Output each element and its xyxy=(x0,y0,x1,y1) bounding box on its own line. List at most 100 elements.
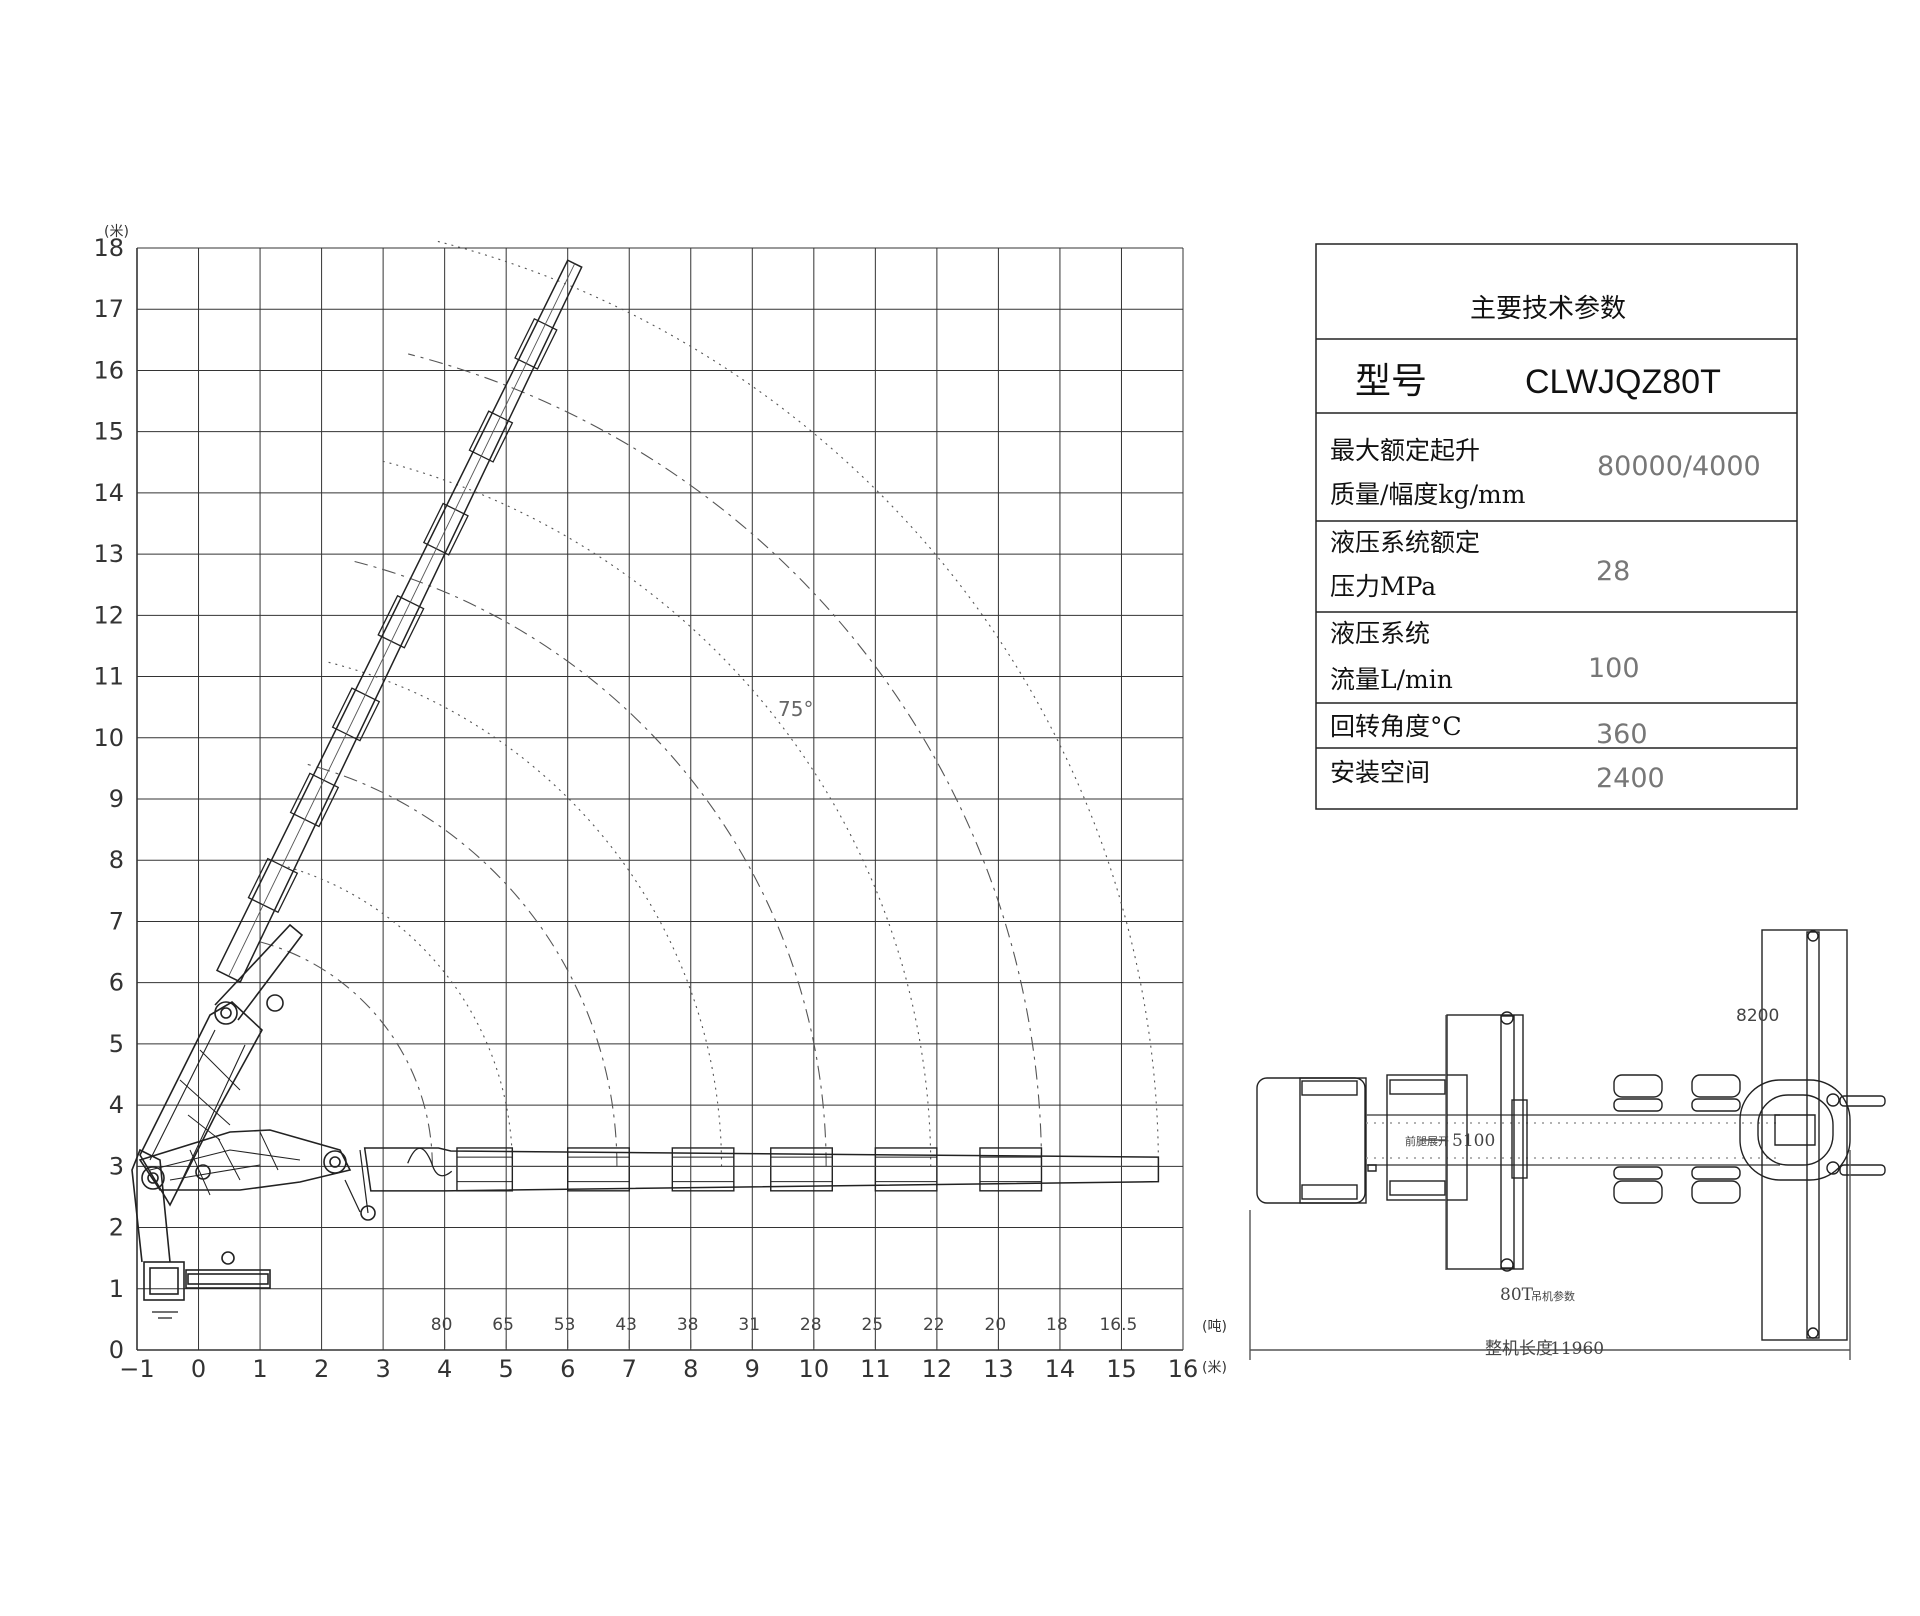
boom-angle-label: 75° xyxy=(778,697,813,721)
x-tick-label: 5 xyxy=(499,1355,514,1383)
y-tick-label: 1 xyxy=(109,1275,124,1303)
spec-row-label: 安装空间 xyxy=(1330,758,1430,787)
model-label: 型号 xyxy=(1355,361,1427,402)
x-tick-label: 2 xyxy=(314,1355,329,1383)
capacity-label: 80 xyxy=(431,1315,453,1335)
x-tick-label: 15 xyxy=(1106,1355,1137,1383)
spec-row-value: 28 xyxy=(1596,556,1630,587)
raised-boom-collar xyxy=(289,772,340,828)
spec-row-value: 80000/4000 xyxy=(1597,451,1761,482)
boom-section-collar xyxy=(979,1147,1043,1192)
boom-hook xyxy=(407,1147,453,1177)
crane-upright-arm-illustration xyxy=(139,923,304,1207)
working-range-arcs xyxy=(256,240,1159,1167)
x-tick-label: 8 xyxy=(683,1355,698,1383)
capacity-label: 22 xyxy=(923,1315,945,1335)
capacity-label: 53 xyxy=(554,1315,576,1335)
capacity-label: 43 xyxy=(615,1315,637,1335)
y-axis-unit: (米) xyxy=(104,224,129,240)
chart-grid xyxy=(136,247,1184,1351)
range-arc xyxy=(408,353,1043,1167)
front-leg-label: 前腿展开 xyxy=(1405,1134,1449,1148)
y-tick-label: 7 xyxy=(109,907,124,935)
y-tick-label: 3 xyxy=(109,1152,124,1180)
y-tick-label: 0 xyxy=(109,1336,124,1364)
range-arc xyxy=(302,762,618,1167)
x-tick-label: 3 xyxy=(375,1355,390,1383)
range-arc xyxy=(256,940,433,1167)
capacity-label: 31 xyxy=(738,1315,760,1335)
y-tick-label: 18 xyxy=(93,234,124,262)
capacity-label: 38 xyxy=(677,1315,699,1335)
spec-row-label: 压力MPa xyxy=(1330,572,1436,601)
raised-boom-collar xyxy=(468,410,514,463)
x-tick-label: 0 xyxy=(191,1355,206,1383)
x-tick-label: 12 xyxy=(922,1355,953,1383)
x-tick-label: 9 xyxy=(745,1355,760,1383)
raised-boom-collar xyxy=(514,317,558,370)
y-tick-label: 13 xyxy=(93,540,124,568)
y-tick-label: 10 xyxy=(93,724,124,752)
x-tick-label: −1 xyxy=(119,1355,154,1383)
spec-row-label: 液压系统额定 xyxy=(1330,528,1480,557)
spec-row-label: 液压系统 xyxy=(1330,619,1430,648)
y-tick-label: 5 xyxy=(109,1030,124,1058)
x-axis-unit: (米) xyxy=(1202,1360,1227,1376)
truck-outline xyxy=(1249,929,1886,1360)
overall-length-value: 11960 xyxy=(1550,1339,1604,1359)
spec-row-value: 2400 xyxy=(1596,763,1665,794)
raised-boom-collar xyxy=(422,502,469,556)
boom-section-collar xyxy=(874,1147,938,1192)
spec-row-value: 100 xyxy=(1588,653,1640,684)
model-value: CLWJQZ80T xyxy=(1525,363,1721,401)
y-tick-label: 14 xyxy=(93,479,124,507)
spec-table: 主要技术参数 型号 CLWJQZ80T 最大额定起升 质量/幅度kg/mm 80… xyxy=(1315,243,1798,810)
x-tick-label: 16 xyxy=(1168,1355,1199,1383)
boom-section-collar xyxy=(567,1147,630,1192)
rear-outrigger-span: 8200 xyxy=(1736,1006,1779,1026)
y-tick-label: 9 xyxy=(109,785,124,813)
x-tick-label: 4 xyxy=(437,1355,452,1383)
capacity-label: 20 xyxy=(985,1315,1007,1335)
y-tick-label: 16 xyxy=(93,356,124,384)
spec-row-value: 360 xyxy=(1596,719,1648,750)
raised-boom-collar xyxy=(331,687,381,742)
raised-boom-outline xyxy=(215,259,583,983)
boom-section-collar xyxy=(456,1147,514,1192)
raised-boom-centerline xyxy=(228,263,576,977)
crane-main-arm-illustration xyxy=(138,1129,376,1221)
crane-note-label: 吊机参数 xyxy=(1531,1289,1575,1303)
capacity-label: 16.5 xyxy=(1099,1315,1137,1335)
x-tick-label: 11 xyxy=(860,1355,891,1383)
range-arc xyxy=(276,863,513,1167)
y-tick-label: 2 xyxy=(109,1214,124,1242)
x-tick-label: 6 xyxy=(560,1355,575,1383)
boom-section-collar xyxy=(770,1147,833,1192)
boom-horizontal-illustration xyxy=(363,1147,1160,1192)
y-tick-label: 4 xyxy=(109,1091,124,1119)
spec-table-title: 主要技术参数 xyxy=(1470,294,1626,324)
y-tick-label: 17 xyxy=(93,295,124,323)
raised-boom-collar xyxy=(247,857,299,914)
spec-row-label: 回转角度°C xyxy=(1330,712,1462,741)
y-tick-label: 12 xyxy=(93,601,124,629)
capacity-label: 25 xyxy=(861,1315,883,1335)
boom-section-collar xyxy=(671,1147,735,1192)
raised-boom-collar xyxy=(377,594,425,649)
range-arc xyxy=(437,240,1159,1167)
capacity-unit: (吨) xyxy=(1202,1319,1227,1335)
range-arc xyxy=(380,460,932,1167)
capacity-label: 65 xyxy=(492,1315,514,1335)
capacity-label: 18 xyxy=(1046,1315,1068,1335)
y-tick-label: 15 xyxy=(93,418,124,446)
x-tick-label: 10 xyxy=(799,1355,830,1383)
y-tick-label: 6 xyxy=(109,969,124,997)
x-tick-label: 1 xyxy=(252,1355,267,1383)
spec-row-label: 流量L/min xyxy=(1330,665,1453,694)
x-tick-label: 7 xyxy=(622,1355,637,1383)
